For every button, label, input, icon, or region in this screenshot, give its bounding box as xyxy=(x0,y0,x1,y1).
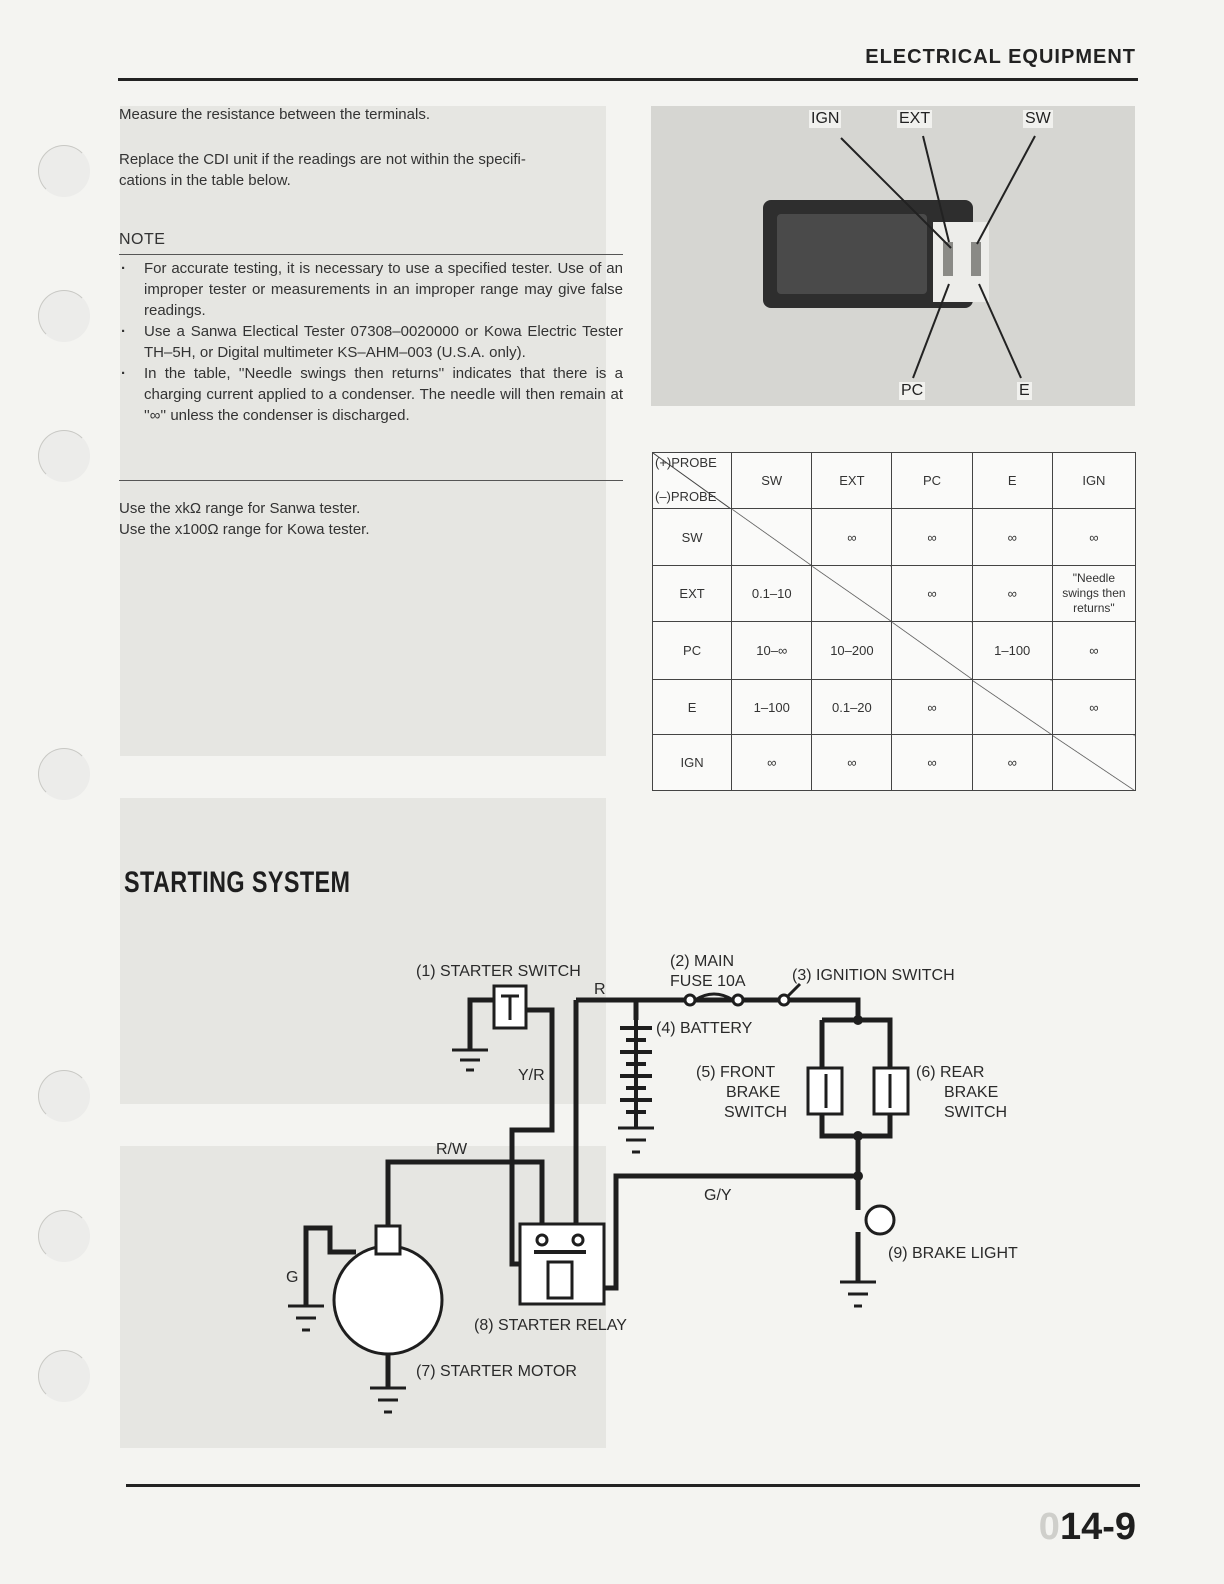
front-brake-label-line1: (5) FRONT xyxy=(696,1064,775,1081)
table-row: E 1–100 0.1–20 ∞ ∞ xyxy=(651,679,1137,735)
table-cell: ∞ xyxy=(971,734,1053,791)
diagonal-cell xyxy=(731,508,813,566)
intro-replace-line2: cations in the table below. xyxy=(119,172,291,189)
sw-terminal-label: SW xyxy=(1023,110,1053,128)
page-number: 014-9 xyxy=(1039,1506,1136,1549)
intro-replace-line1: Replace the CDI unit if the readings are… xyxy=(119,151,526,168)
binder-hole xyxy=(38,430,90,482)
table-cell: 1–100 xyxy=(731,679,813,735)
note-rule-top xyxy=(119,254,623,255)
table-cell: ∞ xyxy=(731,734,813,791)
probe-diagonal xyxy=(653,453,731,509)
table-cell: ∞ xyxy=(891,679,973,735)
table-cell: 10–∞ xyxy=(731,621,813,680)
row-header: PC xyxy=(651,621,733,680)
brake-light-label: (9) BRAKE LIGHT xyxy=(888,1245,1018,1262)
note-list: For accurate testing, it is necessary to… xyxy=(119,258,623,426)
column-header: EXT xyxy=(811,452,893,509)
plus-probe-label: (+)PROBE xyxy=(655,455,717,470)
note-rule-bottom xyxy=(119,480,623,481)
minus-probe-label: (–)PROBE xyxy=(655,489,717,504)
column-header: SW xyxy=(731,452,813,509)
wire-gy-label: G/Y xyxy=(704,1187,732,1204)
kowa-range: Use the x100Ω range for Kowa tester. xyxy=(119,521,370,538)
column-header: IGN xyxy=(1051,452,1137,509)
table-cell: ∞ xyxy=(891,734,973,791)
column-header: E xyxy=(971,452,1053,509)
row-header: EXT xyxy=(651,565,733,622)
note-item: In the table, ''Needle swings then retur… xyxy=(119,363,623,426)
table-row: PC 10–∞ 10–200 1–100 ∞ xyxy=(651,621,1137,680)
resistance-table: (+)PROBE (–)PROBE SW EXT PC E IGN SW ∞ ∞… xyxy=(651,452,1137,791)
note-item: For accurate testing, it is necessary to… xyxy=(119,258,623,321)
table-cell: ∞ xyxy=(971,508,1053,566)
table-cell: ∞ xyxy=(891,508,973,566)
battery-label: (4) BATTERY xyxy=(656,1020,753,1037)
footer-rule xyxy=(126,1484,1140,1487)
cdi-unit-illustration xyxy=(651,106,1135,406)
diagonal-cell xyxy=(1051,734,1137,791)
binder-hole xyxy=(38,145,90,197)
binder-hole xyxy=(38,1210,90,1262)
pc-terminal-label: PC xyxy=(899,382,926,400)
header-rule xyxy=(118,78,1138,81)
column-header: PC xyxy=(891,452,973,509)
table-cell: 1–100 xyxy=(971,621,1053,680)
page-header-title: ELECTRICAL EQUIPMENT xyxy=(865,46,1136,68)
table-cell: ∞ xyxy=(1051,679,1137,735)
rear-brake-label-line1: (6) REAR xyxy=(916,1064,984,1081)
main-fuse-label-line2: FUSE 10A xyxy=(670,973,746,990)
section-title: STARTING SYSTEM xyxy=(124,866,351,899)
table-cell: ∞ xyxy=(1051,508,1137,566)
row-header: SW xyxy=(651,508,733,566)
table-cell: ∞ xyxy=(971,565,1053,622)
table-row: IGN ∞ ∞ ∞ ∞ xyxy=(651,734,1137,791)
cdi-unit-photo: IGN EXT SW PC E xyxy=(651,106,1135,406)
page-number-text: 14-9 xyxy=(1059,1506,1136,1548)
binder-hole xyxy=(38,1350,90,1402)
table-cell: 0.1–20 xyxy=(811,679,893,735)
diagonal-cell xyxy=(891,621,973,680)
bleed-through-panel xyxy=(120,798,606,1104)
binder-hole xyxy=(38,1070,90,1122)
binder-hole xyxy=(38,748,90,800)
table-row: SW ∞ ∞ ∞ ∞ xyxy=(651,508,1137,566)
table-cell: 0.1–10 xyxy=(731,565,813,622)
probe-header-cell: (+)PROBE (–)PROBE xyxy=(651,452,733,509)
table-cell: ∞ xyxy=(811,734,893,791)
main-fuse-label-line1: (2) MAIN xyxy=(670,953,734,970)
table-row: EXT 0.1–10 ∞ ∞ "Needle swings then retur… xyxy=(651,565,1137,622)
bleed-through-panel xyxy=(120,106,606,756)
sanwa-range: Use the xkΩ range for Sanwa tester. xyxy=(119,500,361,517)
intro-measure: Measure the resistance between the termi… xyxy=(119,106,430,123)
ign-terminal-label: IGN xyxy=(809,110,842,128)
table-cell: ∞ xyxy=(1051,621,1137,680)
bleed-through-panel xyxy=(120,1146,606,1448)
rear-brake-label-line3: SWITCH xyxy=(944,1104,1007,1121)
note-title: NOTE xyxy=(119,231,166,248)
diagonal-cell xyxy=(971,679,1053,735)
row-header: IGN xyxy=(651,734,733,791)
table-cell: "Needle swings then returns" xyxy=(1051,565,1137,622)
rear-brake-label-line2: BRAKE xyxy=(944,1084,998,1101)
ignition-switch-label: (3) IGNITION SWITCH xyxy=(792,967,955,984)
front-brake-label-line3: SWITCH xyxy=(724,1104,787,1121)
row-header: E xyxy=(651,679,733,735)
table-cell: ∞ xyxy=(811,508,893,566)
page-number-ghost: 0 xyxy=(1038,1506,1060,1548)
note-item: Use a Sanwa Electical Tester 07308–00200… xyxy=(119,321,623,363)
table-cell: ∞ xyxy=(891,565,973,622)
ext-terminal-label: EXT xyxy=(897,110,933,128)
diagonal-cell xyxy=(811,565,893,622)
table-cell: 10–200 xyxy=(811,621,893,680)
front-brake-label-line2: BRAKE xyxy=(726,1084,780,1101)
binder-hole xyxy=(38,290,90,342)
e-terminal-label: E xyxy=(1017,382,1032,400)
